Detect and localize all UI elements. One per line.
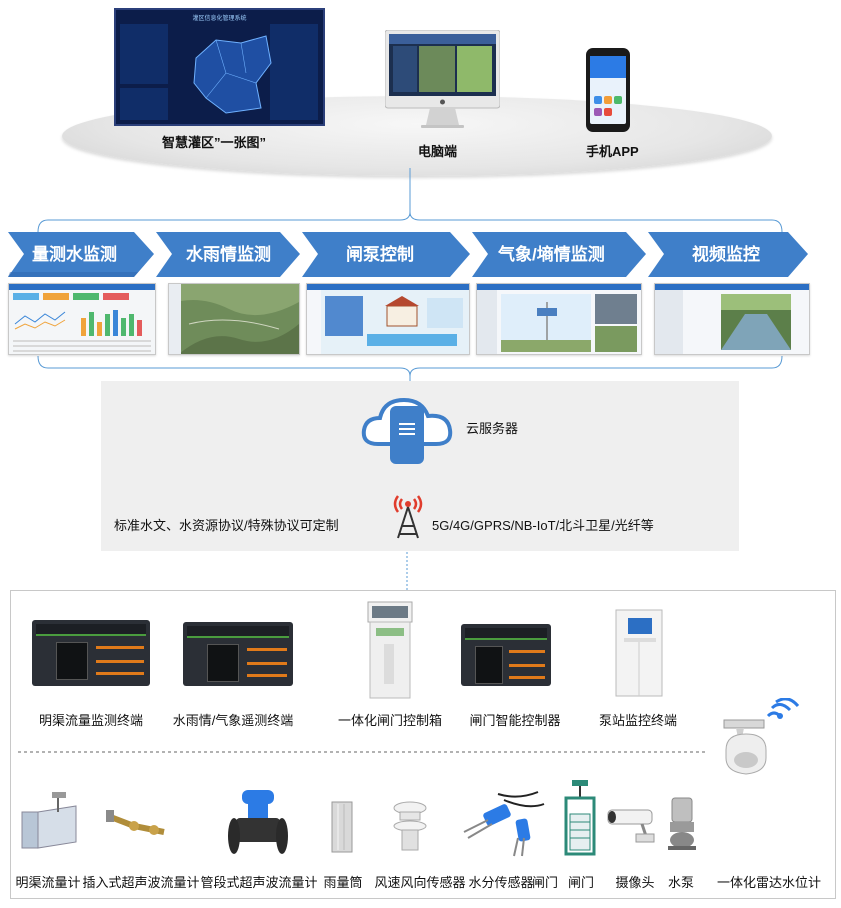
big-screen-right-panel bbox=[270, 24, 318, 120]
module-label: 量测水监测 bbox=[32, 245, 117, 264]
signal-tower-icon bbox=[393, 495, 423, 539]
connector-lines bbox=[37, 168, 783, 383]
dotted-separator bbox=[18, 751, 708, 753]
mobile-label: 手机APP bbox=[586, 144, 639, 159]
mobile-phone-image bbox=[586, 48, 630, 132]
sensor-label: 管段式超声波流量计 bbox=[200, 875, 318, 890]
insertion-ultrasonic-flowmeter-image bbox=[106, 810, 165, 835]
big-screen-dashboard-image: 灌区信息化管理系统 bbox=[114, 8, 325, 126]
network-text: 5G/4G/GPRS/NB-IoT/北斗卫星/光纤等 bbox=[432, 518, 654, 533]
dashed-connector bbox=[406, 552, 408, 590]
module-banner-weather-soil: 气象/墒情监测 bbox=[472, 232, 646, 277]
sensor-label: 雨量筒 bbox=[323, 875, 363, 890]
big-screen-label: 智慧灌区”一张图” bbox=[162, 135, 267, 150]
sluice-gate-image bbox=[564, 780, 596, 856]
sensor-label: 水泵 bbox=[667, 875, 694, 890]
cloud-server-label: 云服务器 bbox=[466, 421, 519, 436]
rain-water-map-screenshot bbox=[168, 283, 300, 355]
big-screen-left-panel-2 bbox=[120, 88, 168, 120]
telemetry-terminal-device-image bbox=[183, 622, 293, 686]
radar-level-gauge-image bbox=[723, 698, 800, 775]
cloud-server-icon bbox=[361, 397, 453, 464]
sensor-label: 插入式超声波流量计 bbox=[82, 875, 200, 890]
rain-gauge-image bbox=[331, 801, 353, 853]
pc-label: 电脑端 bbox=[418, 144, 458, 159]
wind-sensor-image bbox=[393, 801, 427, 851]
big-screen-left-panel bbox=[120, 24, 168, 84]
water-pump-image bbox=[668, 797, 696, 850]
sensor-label: 闸门 bbox=[567, 875, 594, 890]
video-monitoring-screenshot bbox=[654, 283, 810, 355]
pc-monitor-image bbox=[385, 30, 500, 128]
module-banner-gate-pump: 闸泵控制 bbox=[302, 232, 470, 277]
sensor-label: 明渠流量计 bbox=[15, 875, 81, 890]
soil-moisture-sensor-image bbox=[463, 791, 545, 857]
sensor-label: 一体化雷达水位计 bbox=[716, 875, 821, 890]
sensor-label: 水分传感器 bbox=[468, 875, 534, 890]
pump-station-cabinet-image bbox=[615, 609, 663, 697]
protocol-text: 标准水文、水资源协议/特殊协议可定制 bbox=[114, 518, 339, 533]
module-label: 视频监控 bbox=[692, 245, 760, 264]
module-label: 闸泵控制 bbox=[346, 245, 414, 264]
sensor-label: 闸门 bbox=[531, 875, 558, 890]
module-label: 水雨情监测 bbox=[186, 245, 271, 264]
terminal-label: 水雨情/气象遥测终端 bbox=[172, 713, 294, 728]
module-banner-rain-water: 水雨情监测 bbox=[156, 232, 300, 277]
gate-pump-control-screenshot bbox=[306, 283, 470, 355]
module-banner-video: 视频监控 bbox=[648, 232, 808, 277]
pipe-ultrasonic-flowmeter-image bbox=[228, 790, 288, 854]
sensor-label: 摄像头 bbox=[615, 875, 655, 890]
terminal-label: 闸门智能控制器 bbox=[469, 713, 561, 728]
module-banner-flow-measurement: 量测水监测 bbox=[8, 232, 154, 277]
open-channel-flowmeter-image bbox=[21, 792, 77, 849]
gate-control-cabinet-image bbox=[367, 601, 413, 699]
gate-controller-device-image bbox=[461, 624, 551, 686]
terminal-label: 泵站监控终端 bbox=[598, 713, 677, 728]
flow-monitoring-screenshot bbox=[8, 283, 156, 355]
camera-image bbox=[607, 809, 655, 843]
irrigation-map-icon bbox=[193, 35, 272, 114]
weather-soil-screenshot bbox=[476, 283, 642, 355]
big-screen-title: 灌区信息化管理系统 bbox=[192, 16, 247, 22]
terminal-label: 一体化闸门控制箱 bbox=[337, 713, 442, 728]
mobile-app-screen bbox=[590, 56, 626, 124]
sensor-label: 风速风向传感器 bbox=[374, 875, 466, 890]
flow-terminal-device-image bbox=[32, 620, 150, 686]
module-label: 气象/墒情监测 bbox=[498, 245, 605, 264]
terminal-label: 明渠流量监测终端 bbox=[38, 713, 143, 728]
